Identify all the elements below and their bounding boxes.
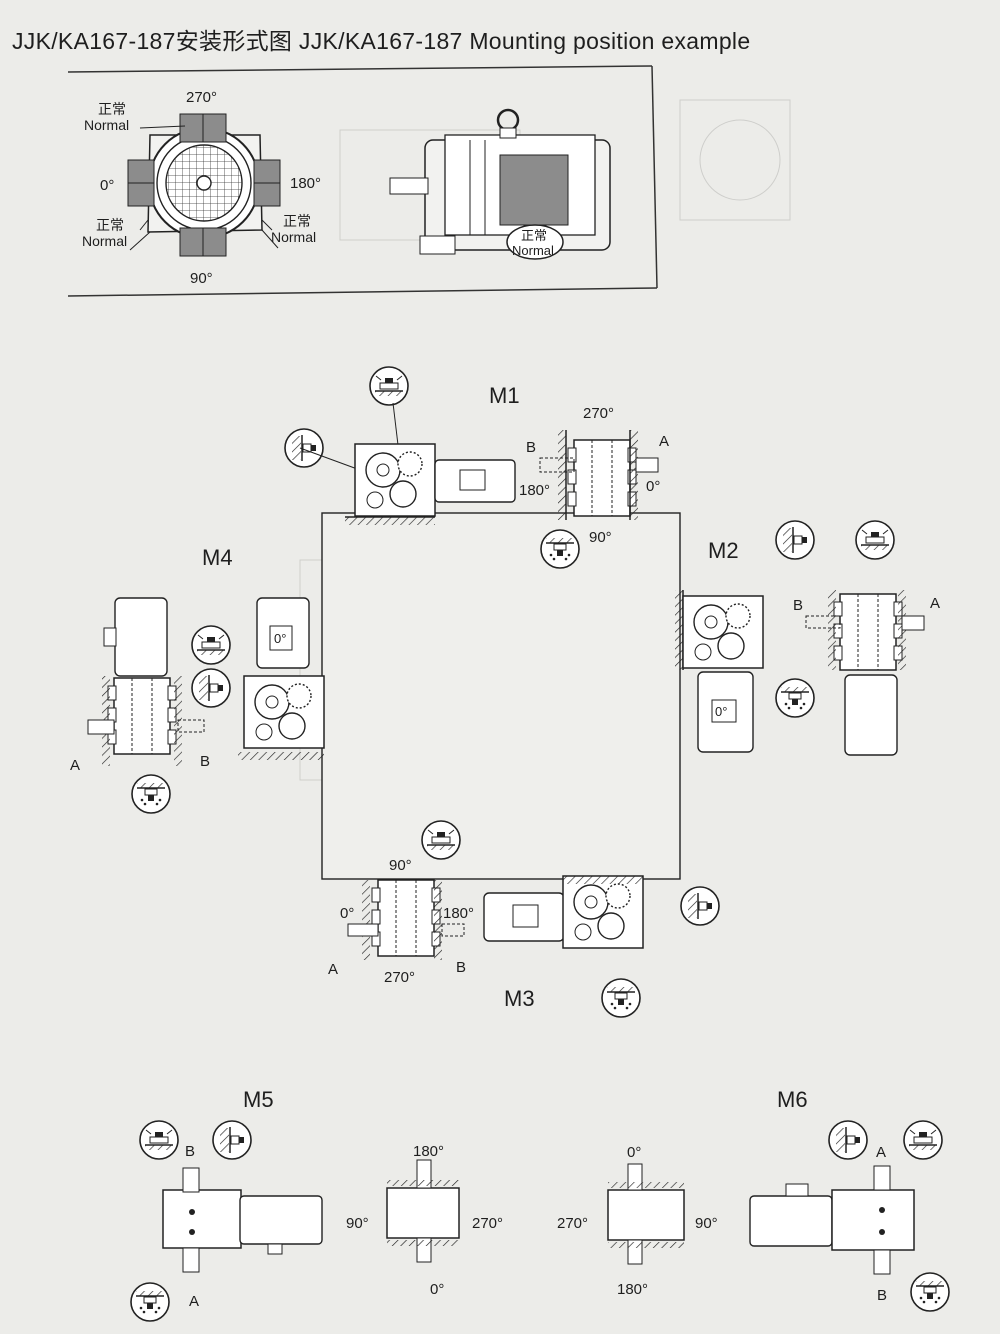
breather-valve-icon [191,625,231,665]
terminal-box-frame [67,65,658,297]
m6-diagram [749,1120,950,1312]
m6-270: 270° [557,1215,588,1232]
m4-label: M4 [202,545,233,570]
m1-label: M1 [489,383,520,408]
m2-diagram [675,520,925,756]
m6-front-view [607,1163,685,1265]
drain-plug-icon [540,529,580,569]
oil-level-icon [212,1120,252,1160]
drain-plug-icon [130,1282,170,1322]
tb-180-label: 180° [290,175,321,192]
m6-180: 180° [617,1281,648,1298]
motor-rear-view [127,113,281,257]
m5-b: B [185,1143,195,1160]
m2-a: A [930,595,940,612]
page-title: JJK/KA167-187安装形式图 JJK/KA167-187 Mountin… [12,28,751,54]
normal-en-top: Normal [84,117,129,133]
m3-0: 0° [340,905,354,922]
m3-b: B [456,959,466,976]
m3-90: 90° [389,857,412,874]
breather-valve-icon [855,520,895,560]
m4-diagram [87,597,325,814]
oil-level-icon [828,1120,868,1160]
m3-label: M3 [504,986,535,1011]
m5-180: 180° [413,1143,444,1160]
tb-0-label: 0° [100,177,114,194]
m4-0: 0° [274,631,286,646]
breather-valve-icon [903,1120,943,1160]
m6-a: A [876,1144,886,1161]
m4-a: A [70,757,80,774]
breather-valve-icon [369,366,409,406]
tb-270-label: 270° [186,89,217,106]
oil-level-icon [284,428,324,468]
drain-plug-icon [131,774,171,814]
m3-180: 180° [443,905,474,922]
m1-0: 0° [646,478,660,495]
m2-b: B [793,597,803,614]
m5-diagram [130,1120,323,1322]
normal-en-side: Normal [512,243,554,258]
m5-a: A [189,1293,199,1310]
drain-plug-icon [775,678,815,718]
m2-0: 0° [715,704,727,719]
m5-90: 90° [346,1215,369,1232]
breather-valve-icon [421,820,461,860]
m6-b: B [877,1287,887,1304]
m5-270: 270° [472,1215,503,1232]
m4-b: B [200,753,210,770]
m3-diagram [347,820,720,1018]
m1-180: 180° [519,482,550,499]
m5-label: M5 [243,1087,274,1112]
normal-cn-right: 正常 [283,213,311,229]
motor-side-view [389,108,611,260]
m3-270: 270° [384,969,415,986]
m5-front-view [386,1159,460,1263]
oil-level-icon [680,886,720,926]
m1-90: 90° [589,529,612,546]
tb-90-label: 90° [190,270,213,287]
normal-en-right: Normal [271,229,316,245]
normal-en-left: Normal [82,233,127,249]
m1-diagram [284,366,659,569]
m3-a: A [328,961,338,978]
drain-plug-icon [601,978,641,1018]
drain-plug-icon [910,1272,950,1312]
m1-270: 270° [583,405,614,422]
breather-valve-icon [139,1120,179,1160]
center-reference-box [321,512,681,880]
m6-label: M6 [777,1087,808,1112]
m2-label: M2 [708,538,739,563]
m6-90: 90° [695,1215,718,1232]
m6-0: 0° [627,1144,641,1161]
m5-0: 0° [430,1281,444,1298]
normal-cn-side: 正常 [521,228,547,243]
normal-cn-top: 正常 [98,101,126,117]
m1-a: A [659,433,669,450]
normal-cn-left: 正常 [96,217,124,233]
oil-level-icon [775,520,815,560]
oil-level-icon [191,668,231,708]
m1-b: B [526,439,536,456]
